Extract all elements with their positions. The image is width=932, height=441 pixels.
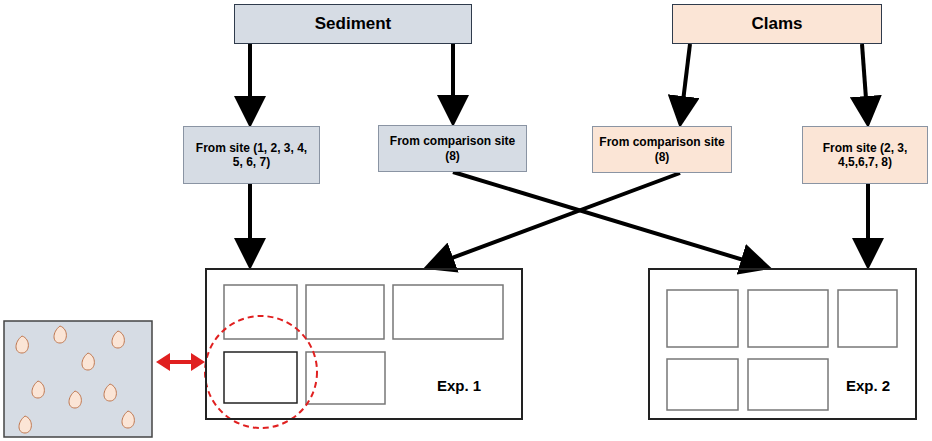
clam-shape bbox=[54, 326, 66, 343]
flow-arrow bbox=[431, 173, 680, 266]
experiment-tanks bbox=[224, 285, 897, 410]
clam-shape bbox=[104, 384, 116, 401]
flow-arrow bbox=[681, 44, 690, 120]
experiment-box: Exp. 1 bbox=[205, 268, 523, 420]
clam-shape bbox=[122, 411, 134, 428]
experiment-box: Exp. 2 bbox=[648, 268, 917, 420]
tank-illustration bbox=[4, 321, 152, 437]
clam-shape bbox=[19, 416, 31, 433]
clam-shape bbox=[82, 353, 94, 370]
source-box: From site (1, 2, 3, 4, 5, 6, 7) bbox=[183, 126, 320, 184]
category-box: Sediment bbox=[234, 4, 472, 44]
flow-arrow bbox=[453, 172, 764, 266]
category-box: Clams bbox=[672, 4, 882, 44]
source-box: From comparison site (8) bbox=[378, 125, 527, 172]
highlight-circle bbox=[205, 316, 317, 428]
box-label: From site (1, 2, 3, 4, 5, 6, 7) bbox=[190, 141, 313, 170]
box-label: Sediment bbox=[315, 14, 392, 34]
clam-shape bbox=[69, 391, 81, 408]
source-box: From site (2, 3, 4,5,6,7, 8) bbox=[802, 126, 928, 184]
box-label: From site (2, 3, 4,5,6,7, 8) bbox=[809, 141, 921, 170]
experiment-label: Exp. 2 bbox=[846, 377, 890, 395]
clam-shape bbox=[112, 331, 124, 348]
flow-arrow bbox=[451, 44, 455, 119]
flow-arrow bbox=[248, 184, 252, 262]
double-arrow bbox=[156, 353, 205, 371]
clam-shape bbox=[16, 336, 28, 353]
flow-arrow bbox=[862, 44, 868, 120]
flow-arrow bbox=[248, 44, 252, 120]
box-label: From comparison site (8) bbox=[599, 135, 725, 164]
box-label: From comparison site (8) bbox=[385, 134, 520, 163]
source-box: From comparison site (8) bbox=[592, 126, 732, 173]
flow-arrow bbox=[866, 184, 870, 262]
clam-shape bbox=[32, 381, 44, 398]
box-label: Clams bbox=[751, 14, 802, 34]
experiment-label: Exp. 1 bbox=[437, 377, 481, 395]
